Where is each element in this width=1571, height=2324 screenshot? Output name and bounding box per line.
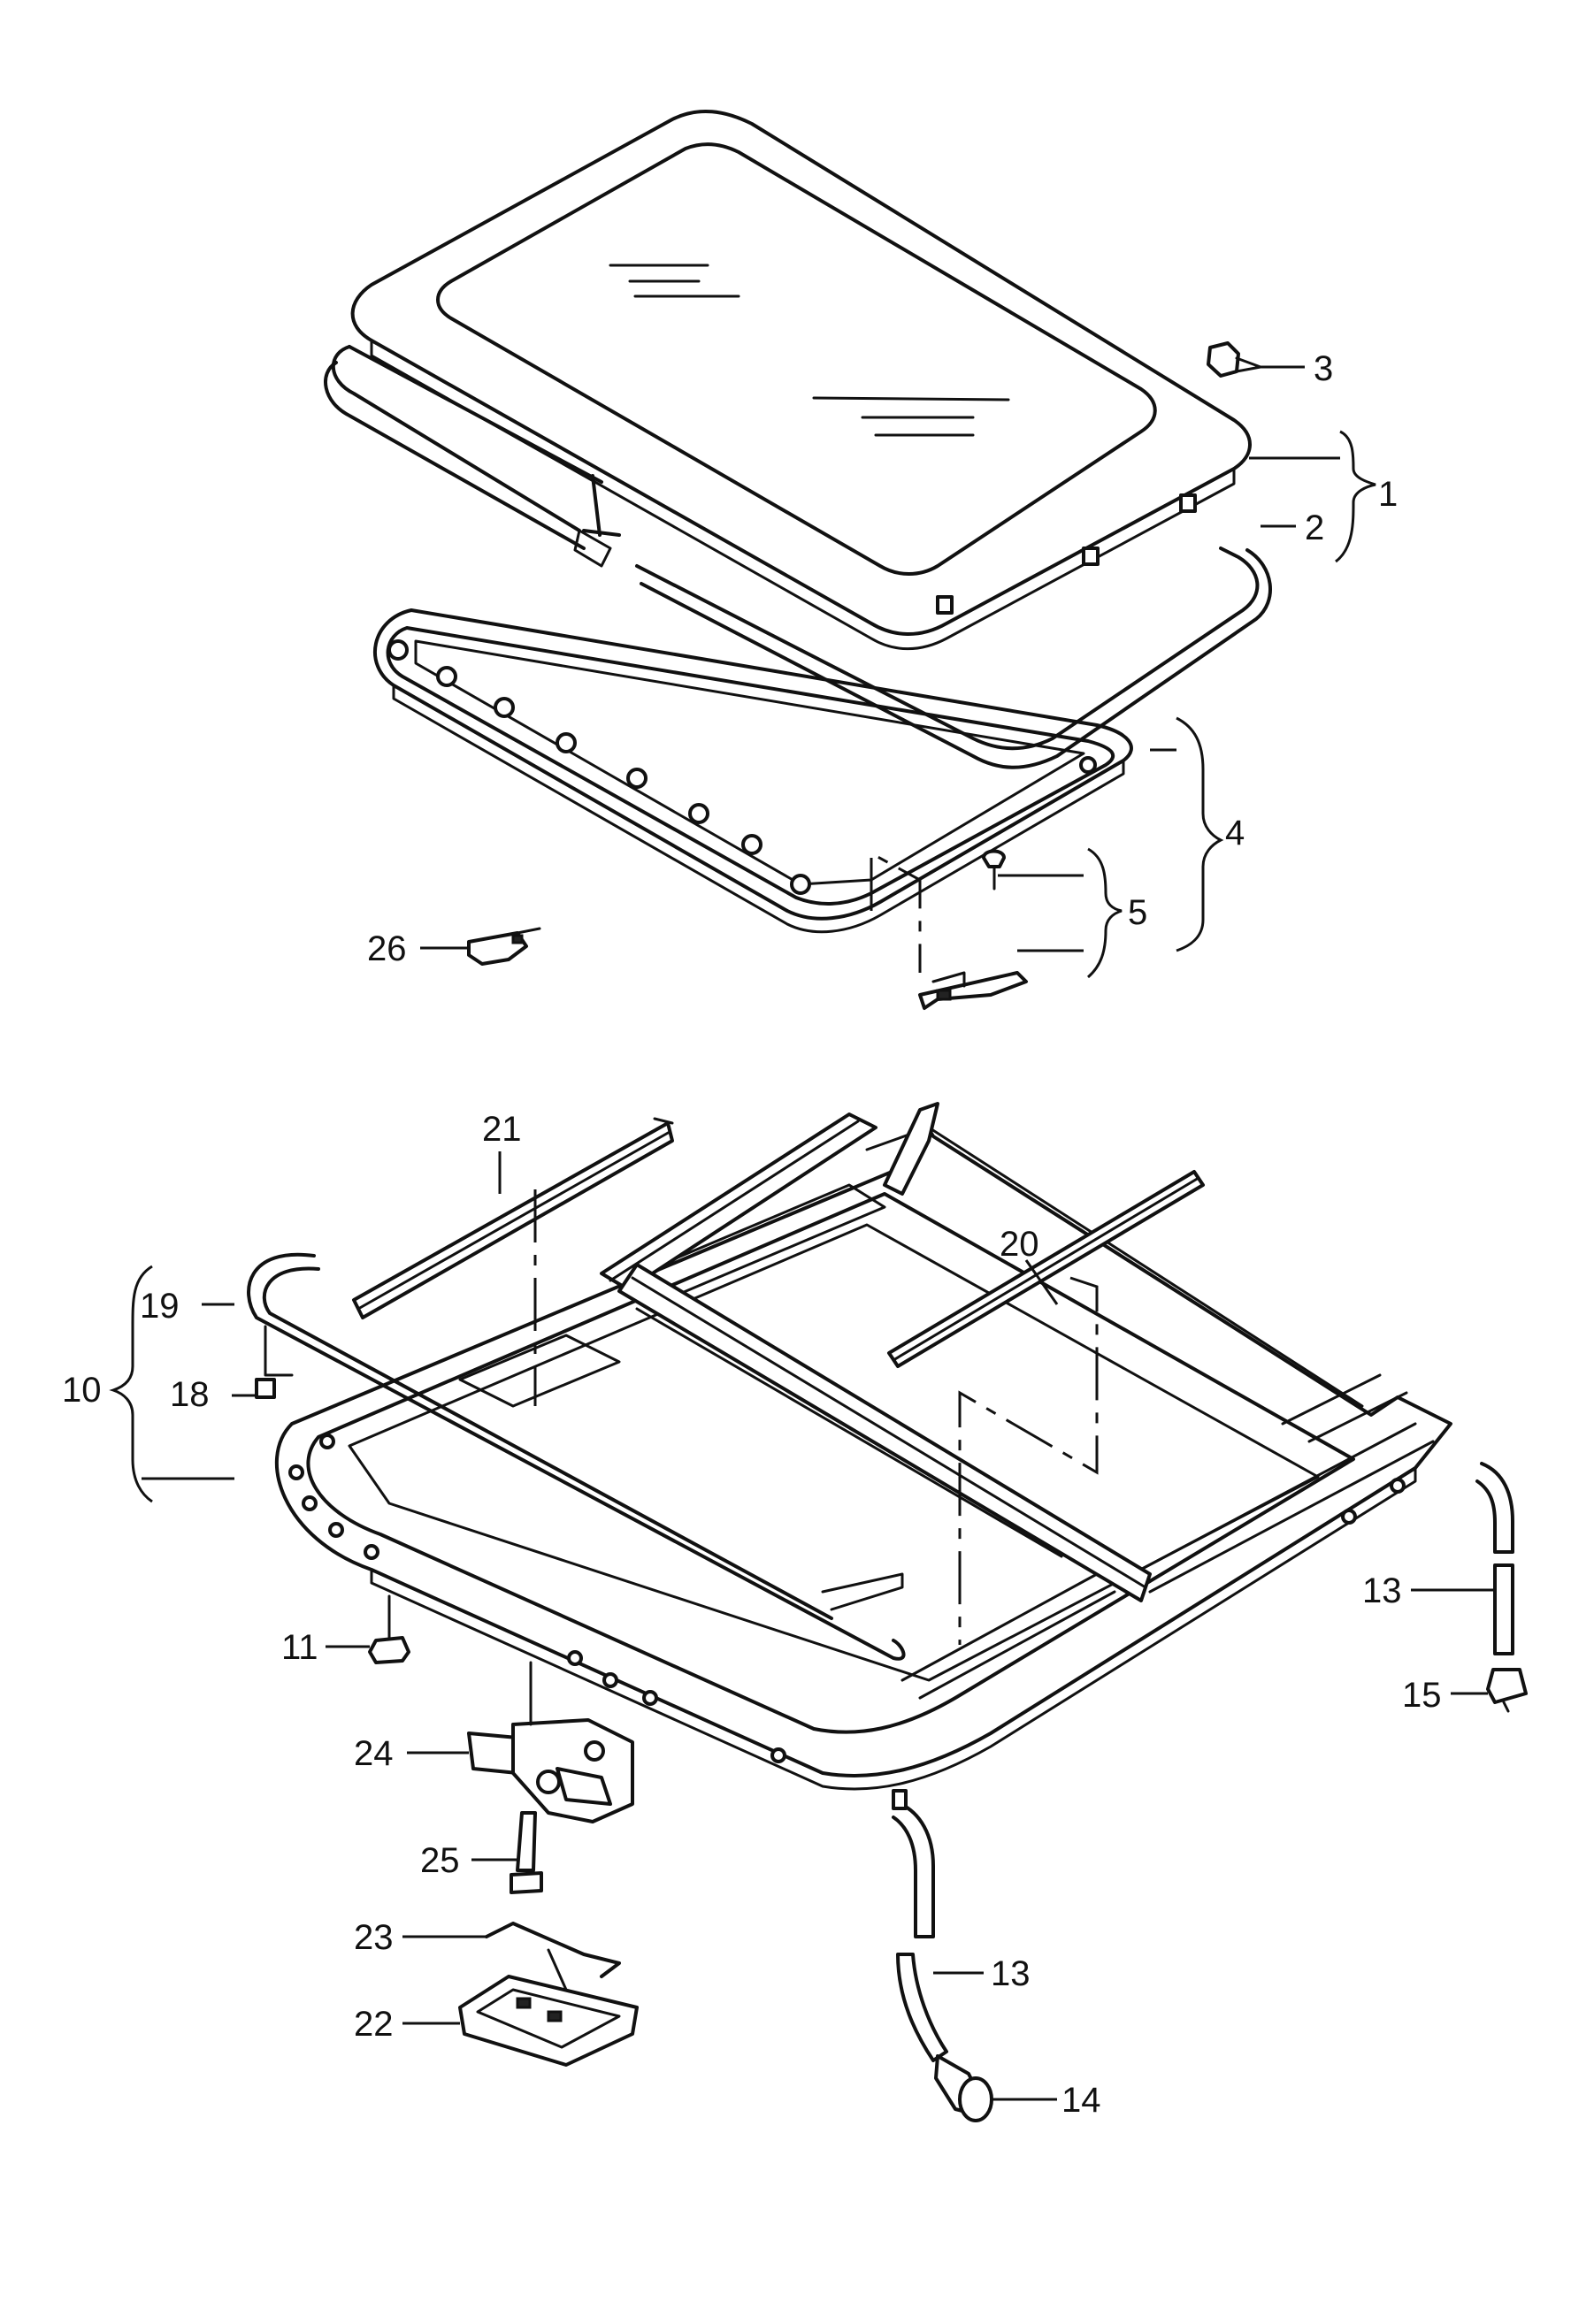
callout-11: 11 — [281, 1628, 318, 1667]
slide-rail-21 — [352, 1117, 674, 1319]
callout-14: 14 — [1061, 2081, 1101, 2120]
wind-deflector-19 — [247, 1252, 906, 1661]
callout-5: 5 — [1128, 893, 1147, 932]
callout-10: 10 — [62, 1371, 102, 1410]
trim-cover-22 — [458, 1975, 639, 2067]
nut-11 — [368, 1594, 410, 1664]
callout-13-right: 13 — [1362, 1571, 1402, 1610]
callout-22: 22 — [354, 2005, 394, 2044]
clip-26 — [467, 927, 541, 966]
guide-rail-right — [617, 1263, 1152, 1602]
drain-hose-13-lower — [892, 1789, 948, 2062]
callout-18: 18 — [170, 1375, 210, 1414]
glass-panel — [350, 109, 1252, 651]
callout-21: 21 — [482, 1110, 522, 1149]
guide-rail-left — [600, 1112, 877, 1291]
assembly-line — [870, 851, 922, 973]
bolt-25 — [510, 1811, 543, 1894]
callout-20: 20 — [1000, 1225, 1039, 1264]
assembly-line — [958, 1276, 1099, 1645]
callout-23: 23 — [354, 1918, 394, 1957]
leader-lines — [142, 365, 1495, 2101]
callout-2: 2 — [1305, 508, 1324, 547]
spring-clip-23 — [485, 1922, 621, 1991]
drive-motor-24 — [467, 1661, 634, 1823]
drain-valve-14 — [934, 2054, 993, 2122]
callout-19: 19 — [140, 1287, 180, 1326]
callout-24: 24 — [354, 1734, 394, 1773]
screw-5 — [982, 849, 1006, 891]
guide-bracket — [918, 971, 1028, 1010]
drain-valve-15 — [1486, 1668, 1528, 1713]
braces — [109, 430, 1376, 1503]
panel-frame — [372, 608, 1133, 934]
seal-ring — [324, 345, 1272, 769]
callout-26: 26 — [367, 929, 407, 968]
callout-25: 25 — [420, 1841, 460, 1880]
callout-1: 1 — [1378, 475, 1398, 514]
rear-cross-bar — [883, 1102, 939, 1196]
connector-18 — [255, 1325, 294, 1399]
slide-rail-20 — [887, 1170, 1205, 1368]
callout-4: 4 — [1225, 814, 1245, 852]
drain-hose-13-right — [1475, 1462, 1514, 1655]
callout-15: 15 — [1402, 1676, 1442, 1715]
callout-3: 3 — [1314, 349, 1333, 388]
callout-13-lower: 13 — [991, 1954, 1031, 1993]
screw-3 — [1207, 341, 1262, 378]
sunroof-tray-frame — [274, 1112, 1452, 1791]
